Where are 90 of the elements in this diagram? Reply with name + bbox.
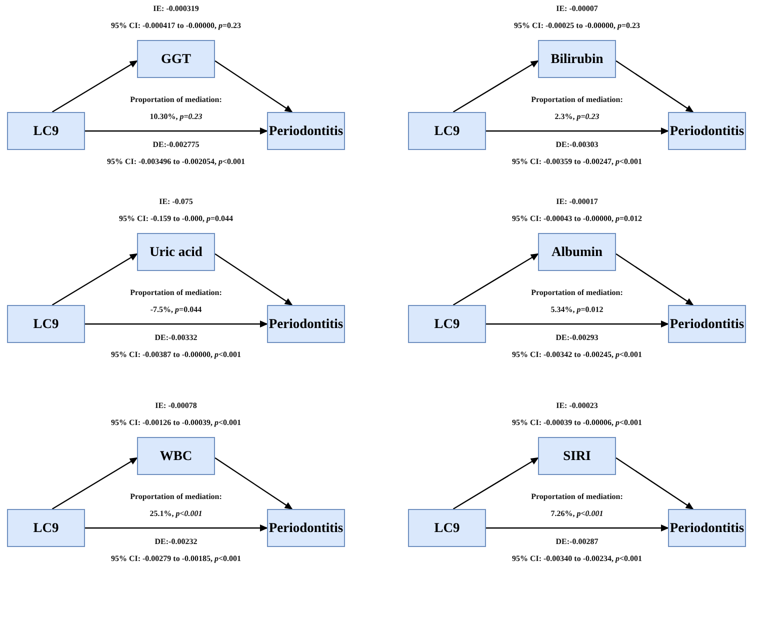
- node-label: LC9: [33, 520, 59, 536]
- statistic-label: 95% CI: -0.159 to -0.000, p=0.044: [118, 214, 234, 224]
- arrow: [486, 128, 669, 134]
- node-label: LC9: [434, 123, 460, 139]
- arrow: [486, 320, 669, 328]
- node-label: Uric acid: [150, 244, 202, 260]
- variable-box: [7, 509, 85, 547]
- variable-box: [267, 112, 345, 150]
- statistic-label: IE: -0.075: [159, 197, 193, 207]
- statistic-label: 95% CI: -0.00340 to -0.00234, p<0.001: [512, 554, 642, 564]
- node-label: Periodontitis: [268, 123, 344, 139]
- variable-box: [408, 509, 486, 547]
- statistic-label: Proportation of mediation:: [531, 492, 623, 502]
- statistic-label: -7.5%, p=0.044: [150, 305, 202, 315]
- statistic-label: 25.1%, p<0.001: [150, 509, 202, 519]
- node-label: LC9: [33, 123, 59, 139]
- statistic-label: DE:-0.00303: [556, 140, 598, 150]
- statistic-label: 95% CI: -0.00043 to -0.00000, p=0.012: [512, 214, 642, 224]
- arrow: [452, 60, 539, 113]
- variable-box: [267, 305, 345, 343]
- node-label: Periodontitis: [268, 520, 344, 536]
- statistic-label: 10.30%, p=0.23: [150, 112, 202, 122]
- statistic-label: 95% CI: -0.00126 to -0.00039, p<0.001: [110, 418, 242, 428]
- arrow: [616, 457, 694, 510]
- statistic-label: 95% CI: -0.00025 to -0.00000, p=0.23: [514, 21, 640, 31]
- arrow: [452, 457, 539, 510]
- variable-box: [267, 509, 345, 547]
- statistic-label: IE: -0.00023: [556, 401, 598, 411]
- statistic-label: Proportation of mediation:: [130, 95, 222, 105]
- node-label: GGT: [160, 51, 191, 67]
- arrow: [85, 128, 268, 134]
- variable-box: [137, 437, 215, 475]
- statistic-label: Proportation of mediation:: [130, 492, 222, 502]
- variable-box: [408, 305, 486, 343]
- statistic-label: IE: -0.00017: [556, 197, 598, 207]
- statistic-label: 95% CI: -0.00359 to -0.00247, p<0.001: [512, 157, 642, 167]
- arrow: [214, 253, 293, 306]
- statistic-label: 95% CI: -0.00039 to -0.00006, p<0.001: [512, 418, 642, 428]
- variable-box: [668, 305, 746, 343]
- statistic-label: Proportation of mediation:: [130, 288, 222, 298]
- node-label: Periodontitis: [670, 316, 744, 332]
- arrow: [616, 60, 694, 113]
- node-label: LC9: [434, 520, 460, 536]
- statistic-label: DE:-0.002775: [152, 140, 200, 150]
- variable-box: [538, 437, 616, 475]
- node-label: Periodontitis: [670, 123, 744, 139]
- arrow: [85, 320, 268, 328]
- arrow: [452, 253, 539, 306]
- node-label: SIRI: [563, 448, 591, 464]
- arrow: [52, 457, 138, 510]
- statistic-label: 95% CI: -0.000417 to -0.00000, p=0.23: [110, 21, 242, 31]
- statistic-label: 2.3%, p=0.23: [554, 112, 600, 122]
- variable-box: [538, 40, 616, 78]
- arrow: [486, 524, 669, 532]
- statistic-label: Proportation of mediation:: [531, 95, 623, 105]
- statistic-label: DE:-0.00293: [556, 333, 598, 343]
- variable-box: [408, 112, 486, 150]
- node-label: LC9: [33, 316, 59, 332]
- arrow: [616, 253, 694, 306]
- statistic-label: IE: -0.00007: [556, 4, 598, 14]
- arrow: [52, 253, 138, 306]
- node-label: LC9: [434, 316, 460, 332]
- variable-box: [137, 233, 215, 271]
- statistic-label: IE: -0.000319: [153, 4, 199, 14]
- node-label: Bilirubin: [550, 51, 604, 67]
- statistic-label: 95% CI: -0.003496 to -0.002054, p<0.001: [106, 157, 246, 167]
- variable-box: [7, 112, 85, 150]
- statistic-label: IE: -0.00078: [155, 401, 197, 411]
- arrow: [214, 457, 293, 510]
- variable-box: [538, 233, 616, 271]
- statistic-label: 95% CI: -0.00279 to -0.00185, p<0.001: [110, 554, 242, 564]
- variable-box: [668, 509, 746, 547]
- variable-box: [668, 112, 746, 150]
- arrow: [52, 60, 138, 113]
- statistic-label: DE:-0.00287: [556, 537, 598, 547]
- node-label: Albumin: [551, 244, 603, 260]
- arrow: [85, 524, 268, 532]
- statistic-label: DE:-0.00332: [154, 333, 198, 343]
- statistic-label: 95% CI: -0.00342 to -0.00245, p<0.001: [512, 350, 642, 360]
- arrow: [214, 60, 293, 113]
- node-label: Periodontitis: [268, 316, 344, 332]
- variable-box: [137, 40, 215, 78]
- statistic-label: DE:-0.00232: [154, 537, 198, 547]
- statistic-label: 95% CI: -0.00387 to -0.00000, p<0.001: [110, 350, 242, 360]
- statistic-label: 5.34%, p=0.012: [550, 305, 604, 315]
- statistic-label: 7.26%, p<0.001: [550, 509, 604, 519]
- node-label: Periodontitis: [670, 520, 744, 536]
- node-label: WBC: [160, 448, 192, 464]
- variable-box: [7, 305, 85, 343]
- statistic-label: Proportation of mediation:: [531, 288, 623, 298]
